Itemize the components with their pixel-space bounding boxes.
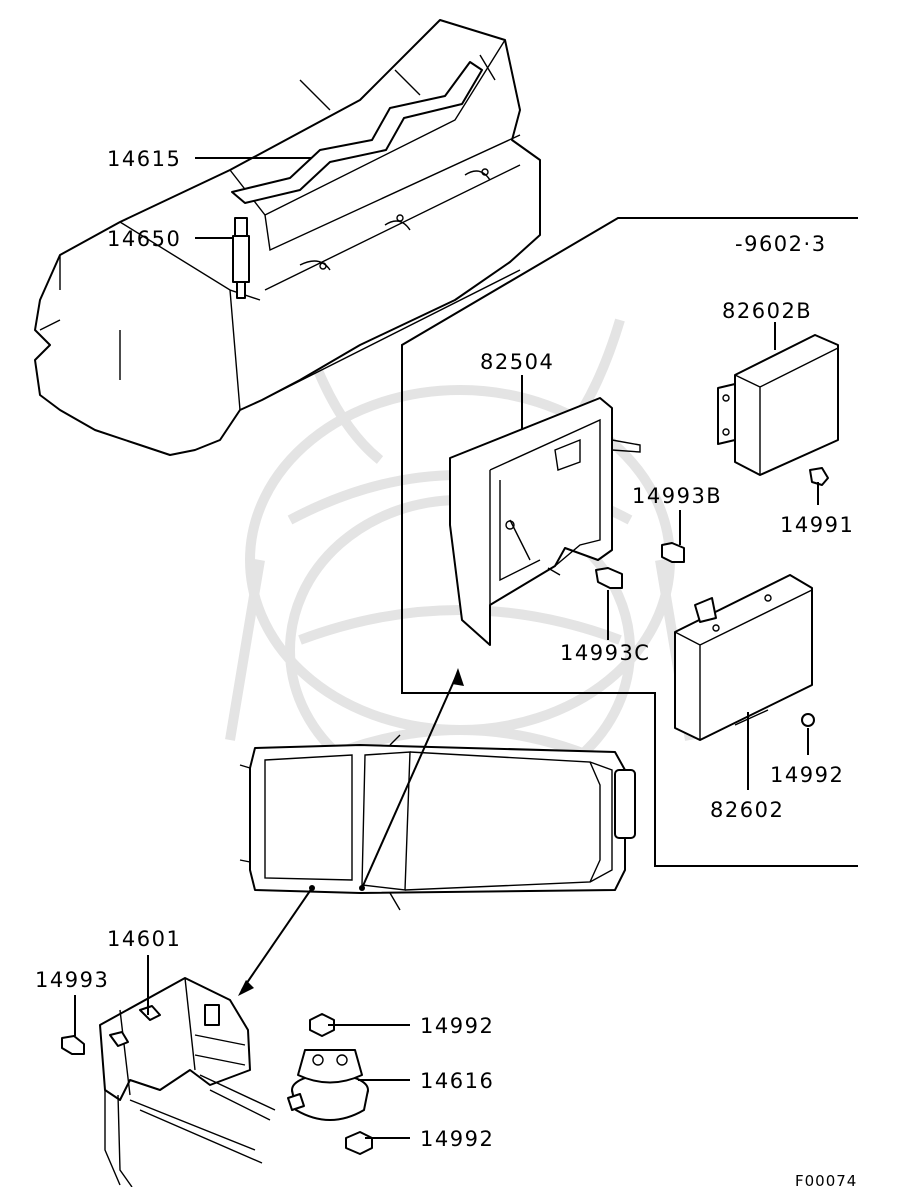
nut-14992-top <box>309 1013 335 1037</box>
screw-14993b <box>661 542 685 563</box>
ecu-82602 <box>674 574 813 741</box>
nut-14992-bottom <box>345 1131 373 1155</box>
label-14601: 14601 <box>107 927 181 951</box>
label-14993b: 14993B <box>632 484 722 508</box>
label-14992-right: 14992 <box>770 763 844 787</box>
vehicle-top-view <box>239 734 636 911</box>
label-14993: 14993 <box>35 968 109 992</box>
label-14615: 14615 <box>107 147 181 171</box>
label-14993c: 14993C <box>560 641 650 665</box>
screw-14993c <box>595 567 623 589</box>
label-82602b: 82602B <box>722 299 812 323</box>
figure-code: F00074 <box>795 1172 857 1187</box>
glow-plug <box>232 217 250 299</box>
label-82602: 82602 <box>710 798 784 822</box>
label-82504: 82504 <box>480 350 554 374</box>
label-14616: 14616 <box>420 1069 494 1093</box>
mounting-bracket <box>99 977 276 1187</box>
glow-relay <box>287 1049 369 1121</box>
ecu-cover <box>449 397 641 646</box>
location-arrows <box>238 668 464 996</box>
relay-module-82602b <box>717 334 839 476</box>
label-14992-bottom: 14992 <box>420 1127 494 1151</box>
inset-frame <box>401 217 858 867</box>
label-variant: -9602·3 <box>735 232 827 256</box>
leader-lines <box>74 157 819 1139</box>
screw-14991 <box>809 467 829 486</box>
label-14991: 14991 <box>780 513 854 537</box>
bolt-14993 <box>61 1035 85 1055</box>
glow-plug-plate <box>231 61 483 204</box>
label-14992-top: 14992 <box>420 1014 494 1038</box>
nut-14992-right <box>801 713 815 727</box>
label-14650: 14650 <box>107 227 181 251</box>
